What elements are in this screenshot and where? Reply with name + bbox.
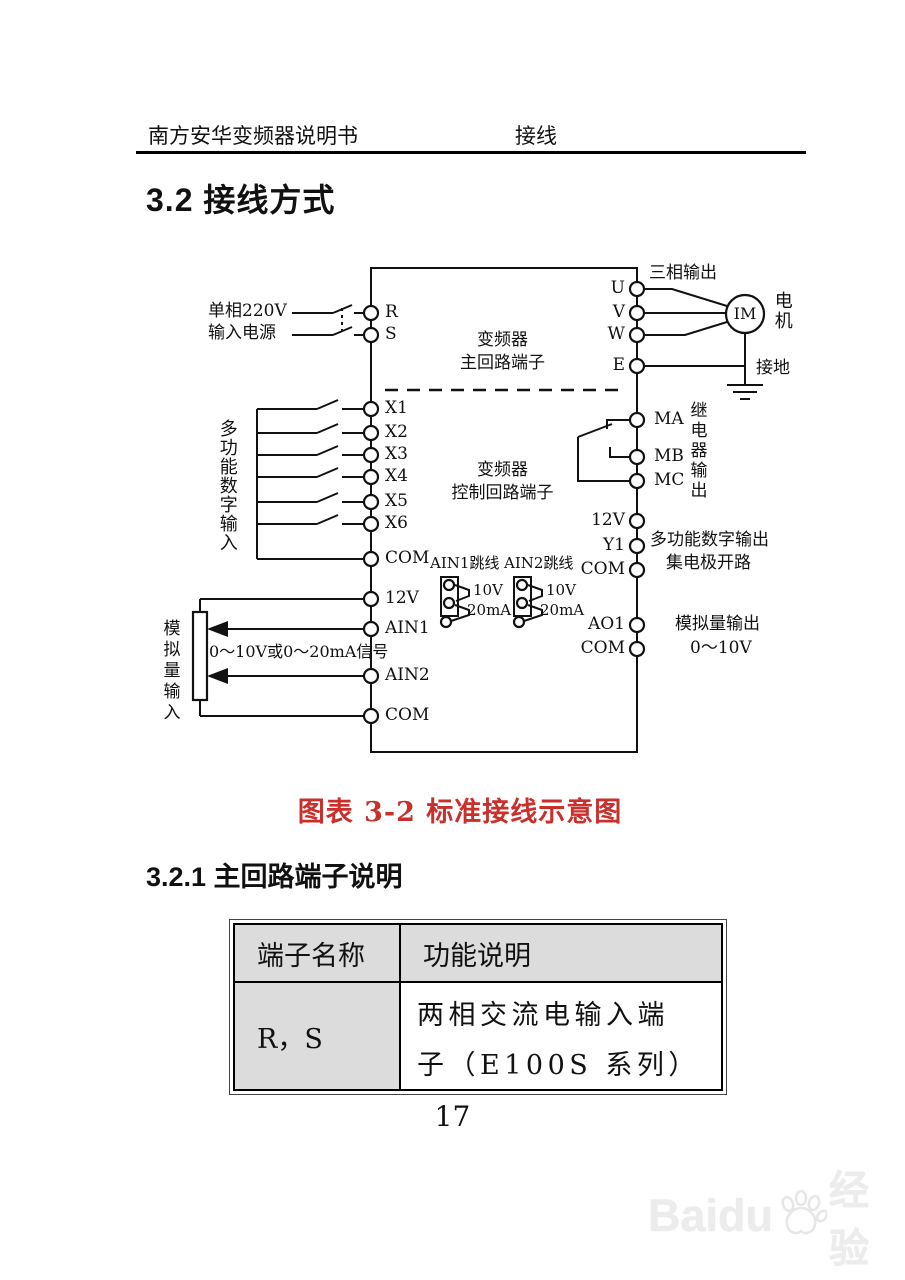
relay-output-label: 继电器输出 — [686, 401, 707, 501]
terminal-label-ain2: AIN2 — [385, 665, 430, 685]
digital-output-label-2: 集电极开路 — [666, 553, 751, 573]
baidu-watermark: Baidu 经验 jingyan.baidu.com — [648, 1158, 900, 1280]
table-header-function: 功能说明 — [401, 925, 721, 983]
terminal-label-s: S — [385, 324, 397, 344]
jumper1-10v-label: 10V — [473, 581, 503, 599]
ain2-jumper-label: AIN2跳线 — [504, 554, 574, 572]
analog-output-label-1: 模拟量输出 — [675, 614, 760, 634]
ain1-jumper-label: AIN1跳线 — [430, 554, 500, 572]
jumper2-20ma-label: 20mA — [540, 601, 585, 619]
wiring-diagram-svg — [191, 267, 766, 753]
header-rule — [136, 151, 806, 154]
table-cell-terminal-name: R，S — [235, 983, 401, 1089]
terminal-label-com-digital: COM — [385, 548, 430, 568]
terminal-label-u: U — [610, 278, 625, 298]
analog-signal-label: 0～10V或0～20mA信号 — [209, 642, 389, 661]
terminal-label-x6: X6 — [385, 513, 408, 533]
baidu-jingyan-text: 经验 — [829, 1169, 870, 1271]
subsection-title: 3.2.1 主回路端子说明 — [146, 862, 403, 892]
main-terminals-label-2: 主回路端子 — [460, 353, 545, 373]
table-header-terminal: 端子名称 — [235, 925, 401, 983]
ain-jumper-blocks — [439, 576, 543, 629]
terminal-label-com-ao: COM — [580, 638, 625, 658]
im-label: IM — [733, 304, 757, 323]
watermark-url: jingyan.baidu.com — [648, 1278, 900, 1280]
terminal-label-ma: MA — [654, 409, 684, 429]
terminal-label-ain1: AIN1 — [385, 618, 430, 638]
baidu-brand-text: Baidu — [648, 1190, 774, 1241]
terminal-label-v: V — [612, 302, 625, 322]
power-input-label-2: 输入电源 — [208, 323, 276, 343]
terminal-table: 端子名称 功能说明 R，S 两相交流电输入端 子（E100S 系列） — [229, 919, 727, 1095]
header-title: 南方安华变频器说明书 — [148, 124, 358, 148]
terminal-label-12v-left: 12V — [385, 588, 419, 608]
control-terminals-label-1: 变频器 — [477, 460, 528, 480]
terminal-label-w: W — [607, 324, 625, 344]
digital-input-label: 多功能数字输入 — [216, 419, 238, 552]
terminal-label-com-output: COM — [580, 559, 625, 579]
terminal-label-e: E — [612, 355, 625, 375]
terminal-label-x4: X4 — [385, 466, 408, 486]
digital-input-wires — [256, 399, 364, 560]
power-input-label-1: 单相220V — [208, 301, 287, 321]
terminal-label-x3: X3 — [385, 444, 408, 464]
motor-output-wires — [644, 288, 766, 400]
terminal-label-r: R — [385, 302, 398, 322]
digital-output-label-1: 多功能数字输出 — [650, 530, 769, 550]
relay-contact — [577, 419, 630, 482]
figure-caption: 图表 3-2 标准接线示意图 — [297, 797, 623, 828]
terminal-label-y1: Y1 — [602, 535, 625, 555]
section-title: 3.2 接线方式 — [146, 182, 336, 218]
jumper1-20ma-label: 20mA — [467, 601, 512, 619]
terminal-label-x5: X5 — [385, 491, 408, 511]
terminal-label-ao1: AO1 — [587, 614, 625, 634]
jumper2-10v-label: 10V — [546, 581, 576, 599]
motor-label: 电机 — [771, 291, 793, 331]
analog-input-wires — [191, 598, 364, 717]
terminal-label-x2: X2 — [385, 422, 408, 442]
main-terminals-label-1: 变频器 — [477, 330, 528, 350]
table-cell-function-desc: 两相交流电输入端 子（E100S 系列） — [401, 983, 721, 1089]
power-input-wires — [292, 304, 364, 336]
terminal-label-mc: MC — [654, 470, 685, 490]
ground-label: 接地 — [756, 358, 790, 378]
three-phase-output-label: 三相输出 — [649, 263, 717, 283]
terminal-label-x1: X1 — [385, 398, 408, 418]
header-section: 接线 — [515, 124, 557, 148]
baidu-paw-icon — [775, 1189, 829, 1242]
analog-input-label: 模拟量输入 — [159, 619, 180, 724]
terminal-circles — [362, 280, 646, 725]
terminal-label-12v-right: 12V — [591, 510, 625, 530]
terminal-label-com-analog: COM — [385, 705, 430, 725]
terminal-label-mb: MB — [654, 446, 684, 466]
control-terminals-label-2: 控制回路端子 — [451, 483, 554, 503]
analog-output-label-2: 0～10V — [690, 638, 752, 658]
page-number: 17 — [434, 1100, 471, 1133]
